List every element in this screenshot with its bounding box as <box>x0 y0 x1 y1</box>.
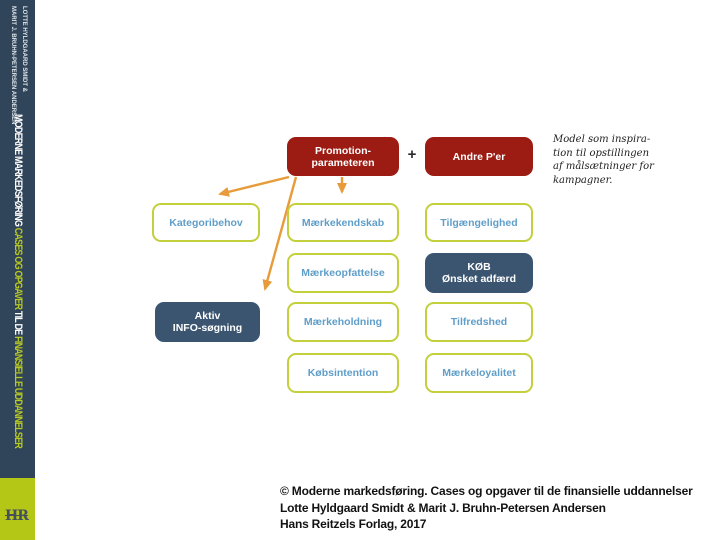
spine-title-segment: TIL DE <box>12 310 24 337</box>
box-koebsintention: Købsintention <box>287 353 399 393</box>
publisher-logo: HR <box>5 508 29 524</box>
side-note: Model som inspira- tion til opstillingen… <box>553 133 657 187</box>
spine-author-2: MARIT J. BRUHN-PETERSEN ANDERSEN <box>10 6 16 125</box>
box-kategoribehov: Kategoribehov <box>152 203 260 242</box>
plus-sign: + <box>407 145 417 163</box>
box-maerkeloyalitet: Mærkeloyalitet <box>425 353 533 393</box>
box-promotion-parameteren: Promotion- parameteren <box>287 137 399 176</box>
box-maerkeopfattelse: Mærkeopfattelse <box>287 253 399 293</box>
box-maerkekendskab: Mærkekendskab <box>287 203 399 242</box>
spine-title-segment: CASES OG OPGAVER <box>12 227 24 311</box>
box-andre-per: Andre P'er <box>425 137 533 176</box>
book-spine: LOTTE HYLDGAARD SMIDT & MARIT J. BRUHN-P… <box>0 0 35 478</box>
box-maerkeholdning: Mærkeholdning <box>287 302 399 342</box>
spine-authors: LOTTE HYLDGAARD SMIDT & MARIT J. BRUHN-P… <box>3 6 29 124</box>
spine-title: MODERNE MARKEDSFØRING CASES OG OPGAVER T… <box>0 114 35 448</box>
box-tilgaengelighed: Tilgængelighed <box>425 203 533 242</box>
copyright-line: © Moderne markedsføring. Cases og opgave… <box>280 484 693 498</box>
box-tilfredshed: Tilfredshed <box>425 302 533 342</box>
copyright-line: Lotte Hyldgaard Smidt & Marit J. Bruhn-P… <box>280 500 606 515</box>
side-note-line: kampagner. <box>553 174 613 186</box>
spine-title-segment: MODERNE MARKEDSFØRING <box>12 114 24 228</box>
spine-author-1: LOTTE HYLDGAARD SMIDT & <box>21 6 27 92</box>
side-note-line: af målsætninger for <box>553 161 654 172</box>
box-aktiv-info-soegning: Aktiv INFO-søgning <box>155 302 260 342</box>
side-note-line: Model som inspira- <box>553 134 651 145</box>
arrow-to-kategoribehov <box>218 175 290 197</box>
side-note-line: tion til opstillingen <box>553 147 650 159</box>
copyright-line: Hans Reitzels Forlag, 2017 <box>280 517 427 531</box>
spine-footer-block: HR <box>0 478 35 540</box>
copyright-footer: © Moderne markedsføring. Cases og opgave… <box>280 483 720 533</box>
box-koeb-oensket-adfaerd: KØB Ønsket adfærd <box>425 253 533 293</box>
spine-title-segment: FINANSIELLE UDDANNELSER <box>12 336 24 449</box>
